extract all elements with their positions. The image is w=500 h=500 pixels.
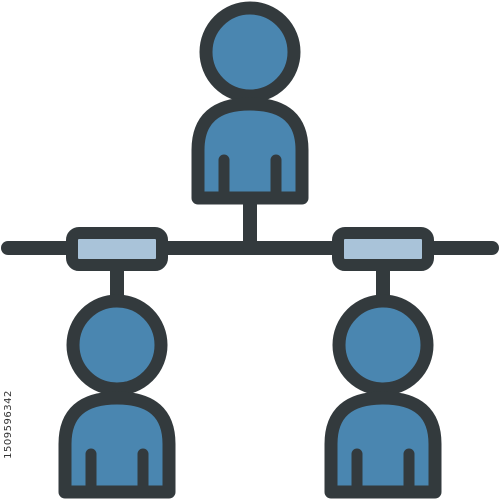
- person-top-body: [191, 97, 309, 205]
- stock-id-text: 1509596342: [2, 390, 14, 459]
- left-connector-box: [66, 227, 168, 271]
- person-right-icon: [324, 294, 442, 499]
- stock-id-watermark: 1509596342: [2, 0, 14, 500]
- person-right-head: [332, 294, 434, 396]
- person-left-icon: [58, 294, 176, 499]
- right-connector-box: [332, 227, 434, 271]
- person-right-body: [324, 391, 442, 499]
- connector-boxes: [66, 227, 434, 271]
- person-left-body: [58, 391, 176, 499]
- person-top-icon: [191, 1, 309, 205]
- person-left-head: [66, 294, 168, 396]
- person-top-head: [199, 1, 301, 103]
